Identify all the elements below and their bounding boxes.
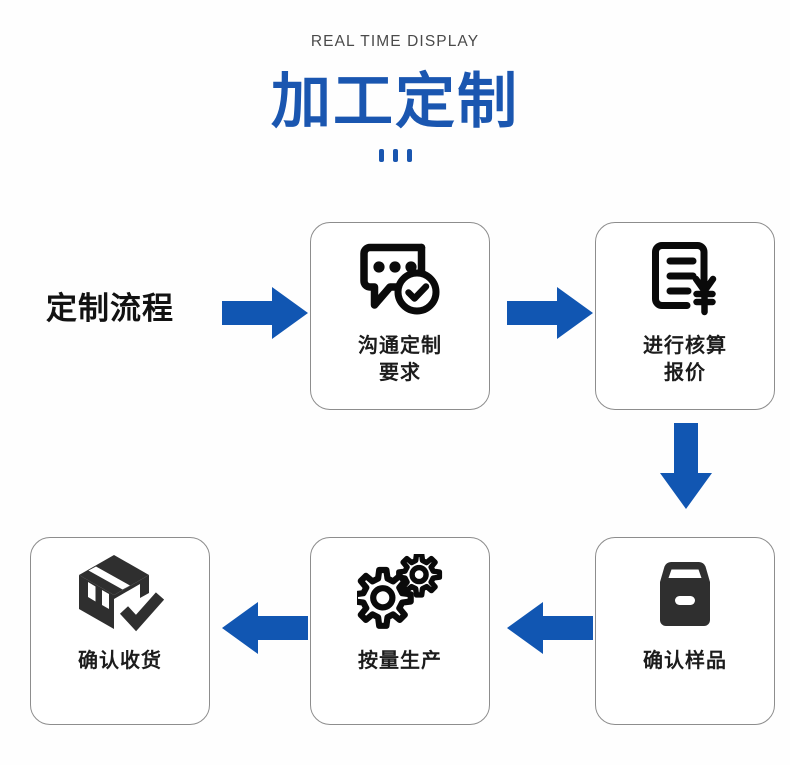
flow-step-label-3: 确认样品 [643, 650, 727, 672]
speech-bubble-check-icon [311, 223, 489, 335]
arrow-caption-to-step1-icon [222, 287, 308, 339]
flow-step-card-3[interactable]: 确认样品 [595, 537, 775, 725]
dot-1 [378, 148, 384, 162]
title-dots-decoration [0, 148, 790, 162]
dot-3 [406, 148, 412, 162]
flow-step-label-4: 按量生产 [358, 650, 442, 672]
dot-2 [392, 148, 398, 162]
flow-step-card-1[interactable]: 沟通定制 要求 [310, 222, 490, 410]
sample-box-icon [596, 538, 774, 650]
header-eyebrow: REAL TIME DISPLAY [310, 33, 480, 50]
flow-step-label-5: 确认收货 [78, 650, 162, 672]
flow-step-card-5[interactable]: 确认收货 [30, 537, 210, 725]
invoice-yuan-icon [596, 223, 774, 335]
page-title: 加工定制 [271, 67, 519, 135]
page-header: REAL TIME DISPLAY 加工定制 [0, 0, 790, 162]
gears-icon [311, 538, 489, 650]
flow-step-card-2[interactable]: 进行核算 报价 [595, 222, 775, 410]
flow-step-card-4[interactable]: 按量生产 [310, 537, 490, 725]
flow-caption: 定制流程 [46, 291, 174, 326]
flow-step-label-2: 进行核算 报价 [643, 335, 727, 384]
arrow-step4-to-step5-icon [222, 602, 308, 654]
arrow-step1-to-step2-icon [507, 287, 593, 339]
arrow-step3-to-step4-icon [507, 602, 593, 654]
flow-step-label-1: 沟通定制 要求 [358, 335, 442, 384]
package-check-icon [31, 538, 209, 650]
arrow-step2-to-step3-icon [660, 423, 712, 509]
